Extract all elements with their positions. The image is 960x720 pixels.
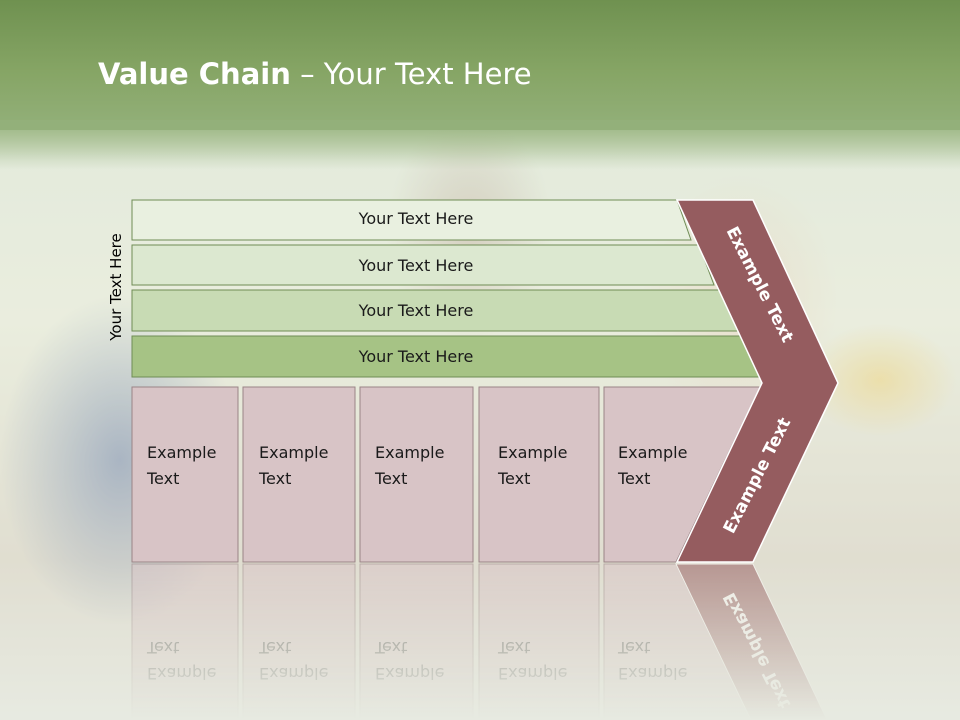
primary-boxes: Example Text Example Text Example Text E…	[131, 386, 761, 563]
primary-box-5-line1: Example	[618, 443, 687, 462]
reflection-box-2	[242, 563, 356, 720]
reflection-box-5-line1: Example	[618, 664, 687, 683]
primary-box-1-line2: Text	[146, 469, 179, 488]
reflection-box-2-line2: Text	[258, 638, 291, 657]
primary-box-5	[603, 386, 761, 563]
title-bold: Value Chain	[98, 57, 291, 91]
support-band-4-label: Your Text Here	[358, 347, 474, 366]
title-band	[0, 0, 960, 130]
reflection-box-1-line2: Text	[146, 638, 179, 657]
primary-box-4	[478, 386, 600, 563]
support-band-1-label: Your Text Here	[358, 209, 474, 228]
primary-box-2-line2: Text	[258, 469, 291, 488]
support-band-2-label: Your Text Here	[358, 256, 474, 275]
primary-box-5-line2: Text	[617, 469, 650, 488]
reflection-box-3	[359, 563, 474, 720]
primary-box-3	[359, 386, 474, 563]
reflection-box-5-line2: Text	[617, 638, 650, 657]
primary-box-1-line1: Example	[147, 443, 216, 462]
support-bands: Your Text Here Your Text Here Your Text …	[131, 199, 763, 378]
primary-box-2	[242, 386, 356, 563]
reflection-box-4-line1: Example	[498, 664, 567, 683]
diagram-reflection: Example Text Example Text Example Text E…	[131, 563, 828, 720]
primary-box-4-line2: Text	[497, 469, 530, 488]
reflection-chevron	[675, 563, 828, 720]
reflection-box-1	[131, 563, 239, 720]
page-title: Value Chain – Your Text Here	[98, 52, 532, 96]
primary-box-3-line1: Example	[375, 443, 444, 462]
reflection-box-3-line2: Text	[374, 638, 407, 657]
support-band-3-label: Your Text Here	[358, 301, 474, 320]
title-fade	[0, 120, 960, 170]
support-band-2	[131, 244, 715, 286]
reflection-box-1-line1: Example	[147, 664, 216, 683]
reflection-box-4	[478, 563, 600, 720]
title-rest: – Your Text Here	[290, 57, 532, 91]
primary-box-2-line1: Example	[259, 443, 328, 462]
reflection-box-3-line1: Example	[375, 664, 444, 683]
primary-box-1	[131, 386, 239, 563]
primary-box-3-line2: Text	[374, 469, 407, 488]
reflection-box-4-line2: Text	[497, 638, 530, 657]
support-band-1	[131, 199, 692, 241]
reflection-box-2-line1: Example	[259, 664, 328, 683]
primary-box-4-line1: Example	[498, 443, 567, 462]
chevron-shape	[675, 199, 839, 563]
